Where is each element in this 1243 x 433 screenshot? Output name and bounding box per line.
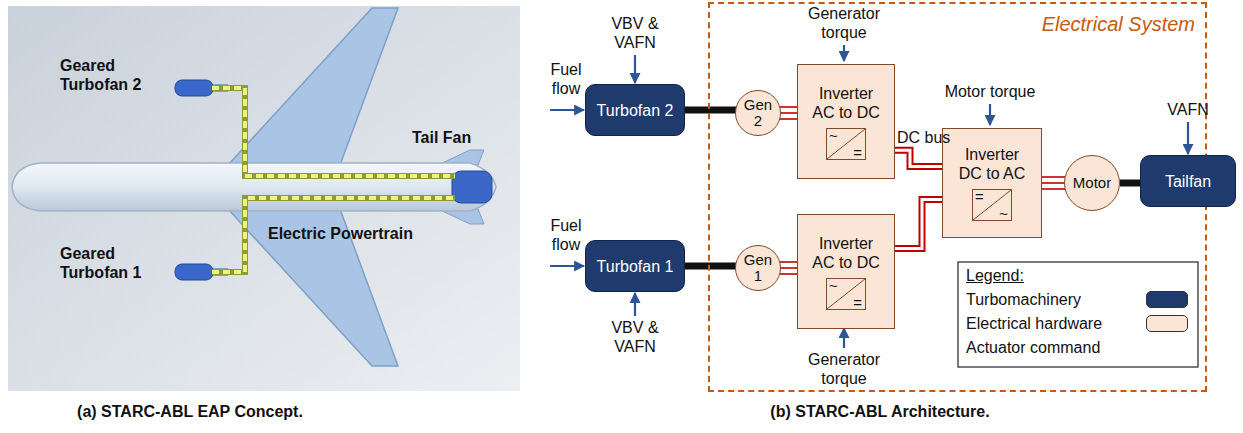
powertrain-line bbox=[212, 198, 455, 272]
turbomachinery-box: Turbofan 2 bbox=[585, 84, 685, 136]
converter-symbol: ~= bbox=[826, 128, 866, 160]
wire bbox=[780, 106, 798, 108]
symbol-char: = bbox=[975, 187, 984, 206]
engine-nacelle bbox=[175, 80, 213, 96]
wire bbox=[780, 112, 798, 114]
shaft-connector bbox=[1120, 183, 1142, 184]
inverter-label: Inverter DC to AC bbox=[956, 145, 1028, 183]
wire bbox=[895, 150, 942, 166]
inverter-box: Inverter AC to DC~= bbox=[797, 214, 895, 329]
dc-bus-connector bbox=[895, 200, 942, 249]
actuator-label: Fuel flow bbox=[544, 216, 588, 254]
legend-box bbox=[958, 262, 1198, 367]
inverter-box: Inverter AC to DC~= bbox=[797, 64, 895, 179]
three-phase-connector bbox=[780, 107, 798, 119]
converter-symbol: ~= bbox=[826, 278, 866, 310]
callout-label: Electric Powertrain bbox=[268, 224, 443, 243]
wire bbox=[895, 200, 942, 249]
actuator-label: VAFN bbox=[1158, 100, 1218, 119]
three-phase-connector bbox=[780, 262, 798, 274]
legend-text: Actuator command bbox=[966, 338, 1100, 357]
wire bbox=[685, 107, 737, 114]
powertrain-line bbox=[212, 198, 455, 272]
inverter-label: Inverter AC to DC bbox=[810, 84, 882, 122]
wire bbox=[1041, 176, 1065, 178]
system-region: Electrical SystemGen 2 Inverter AC to DC ~… bbox=[708, 2, 1207, 392]
wire bbox=[895, 150, 942, 166]
wire bbox=[1041, 182, 1065, 184]
shaft-connector bbox=[685, 266, 737, 267]
wire bbox=[895, 200, 942, 249]
actuator-label: VBV & VAFN bbox=[605, 14, 665, 52]
fuselage bbox=[12, 163, 496, 211]
callout-label: Geared Turbofan 1 bbox=[60, 244, 160, 282]
turbomachinery-label: Tailfan bbox=[1165, 172, 1211, 191]
machine-circle: Gen 1 bbox=[735, 245, 781, 291]
actuator-label: VBV & VAFN bbox=[605, 318, 665, 356]
wire bbox=[1120, 180, 1142, 187]
inverter-box: Inverter DC to AC=~ bbox=[942, 128, 1042, 238]
machine-label: Motor bbox=[1067, 175, 1117, 191]
legend-text: Turbomachinery bbox=[966, 290, 1081, 309]
callout-label: Tail Fan bbox=[412, 128, 492, 147]
actuator-label: Fuel flow bbox=[544, 60, 588, 98]
three-phase-connector bbox=[1041, 177, 1065, 189]
shaft-connector bbox=[685, 110, 737, 111]
figure-caption: (a) STARC-ABL EAP Concept. bbox=[40, 402, 340, 421]
symbol-char: ~ bbox=[999, 204, 1008, 223]
wire bbox=[780, 267, 798, 269]
turbomachinery-box: Tailfan bbox=[1140, 155, 1236, 207]
wire bbox=[780, 261, 798, 263]
wire bbox=[780, 118, 798, 120]
wire bbox=[685, 263, 737, 270]
legend-swatch bbox=[1146, 315, 1188, 332]
machine-label: Gen 2 bbox=[742, 97, 774, 129]
dc-bus-connector bbox=[895, 150, 942, 166]
turbomachinery-box: Turbofan 1 bbox=[585, 240, 685, 292]
symbol-char: = bbox=[853, 293, 862, 312]
tail-fan bbox=[452, 171, 492, 203]
region-title: Electrical System bbox=[1042, 12, 1195, 36]
sky-background bbox=[8, 6, 520, 391]
bus-label: DC bus bbox=[897, 128, 957, 147]
legend-swatch bbox=[1146, 291, 1188, 308]
symbol-char: = bbox=[853, 143, 862, 162]
inverter-label: Inverter AC to DC bbox=[810, 234, 882, 272]
actuator-label: Generator torque bbox=[799, 4, 889, 42]
figure-caption: (b) STARC-ABL Architecture. bbox=[730, 402, 1030, 421]
callout-label: Geared Turbofan 2 bbox=[60, 56, 160, 94]
legend-text: Electrical hardware bbox=[966, 314, 1102, 333]
machine-circle: Motor bbox=[1064, 155, 1120, 211]
engine-nacelle bbox=[175, 264, 213, 280]
machine-circle: Gen 2 bbox=[735, 90, 781, 136]
symbol-char: ~ bbox=[829, 276, 838, 295]
machine-label: Gen 1 bbox=[742, 252, 774, 284]
turbomachinery-label: Turbofan 2 bbox=[597, 101, 674, 120]
wire bbox=[780, 273, 798, 275]
actuator-label: Motor torque bbox=[935, 82, 1045, 101]
legend-title: Legend: bbox=[966, 266, 1066, 285]
converter-symbol: =~ bbox=[972, 189, 1012, 221]
actuator-label: Generator torque bbox=[799, 350, 889, 388]
turbomachinery-label: Turbofan 1 bbox=[597, 257, 674, 276]
symbol-char: ~ bbox=[829, 126, 838, 145]
wing bbox=[228, 8, 398, 165]
wire bbox=[1041, 188, 1065, 190]
